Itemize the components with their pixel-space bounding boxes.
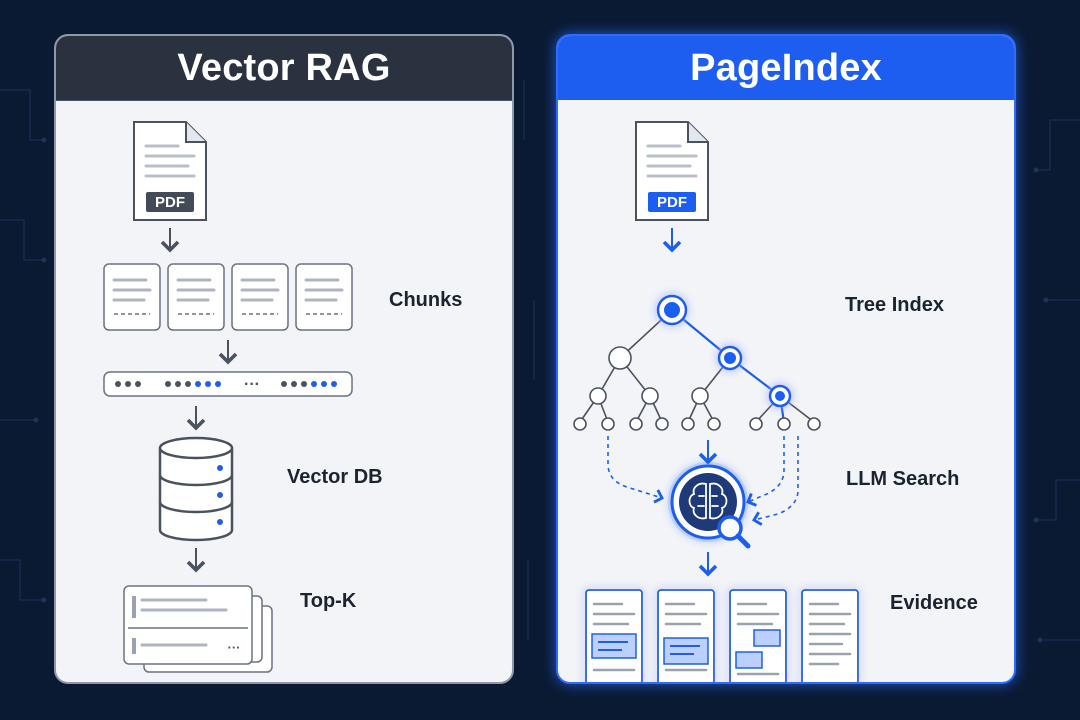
label-top-k: Top-K [300, 590, 357, 612]
vector-ellipsis: ··· [244, 376, 260, 393]
evidence-page [585, 589, 643, 682]
vector-rag-flow: PDF [103, 121, 353, 673]
label-llm-search: LLM Search [846, 468, 960, 490]
top-k-ellipsis: ··· [228, 640, 241, 655]
vector-rag-panel: Vector RAG PDF [54, 34, 514, 684]
chunk-cards [103, 263, 353, 331]
top-k-result-stack [123, 585, 273, 673]
chunk-card [103, 263, 161, 331]
pdf-document-icon [635, 121, 709, 221]
pdf-tag: PDF [657, 194, 687, 211]
evidence-page [657, 589, 715, 682]
label-tree-index: Tree Index [845, 294, 944, 316]
pdf-tag: PDF [155, 194, 185, 211]
pageindex-flow: PDF [573, 121, 859, 682]
brain-search-icon [668, 462, 751, 549]
chunk-card [295, 263, 353, 331]
label-evidence: Evidence [890, 592, 978, 614]
tree-icon [573, 294, 821, 431]
retrieval-paths [607, 436, 799, 526]
label-chunks: Chunks [389, 289, 463, 311]
chunk-card [167, 263, 225, 331]
evidence-page [801, 589, 859, 682]
chunk-card [231, 263, 289, 331]
pageindex-panel: PageIndex PDF [556, 34, 1016, 684]
database-icon [158, 436, 234, 542]
vector-rag-title: Vector RAG [56, 36, 512, 101]
evidence-pages [585, 589, 859, 682]
evidence-page [729, 589, 787, 682]
pdf-document-icon [133, 121, 207, 221]
label-vector-db: Vector DB [287, 466, 383, 488]
embedding-vector-bar [103, 371, 353, 397]
pageindex-title: PageIndex [558, 36, 1014, 100]
